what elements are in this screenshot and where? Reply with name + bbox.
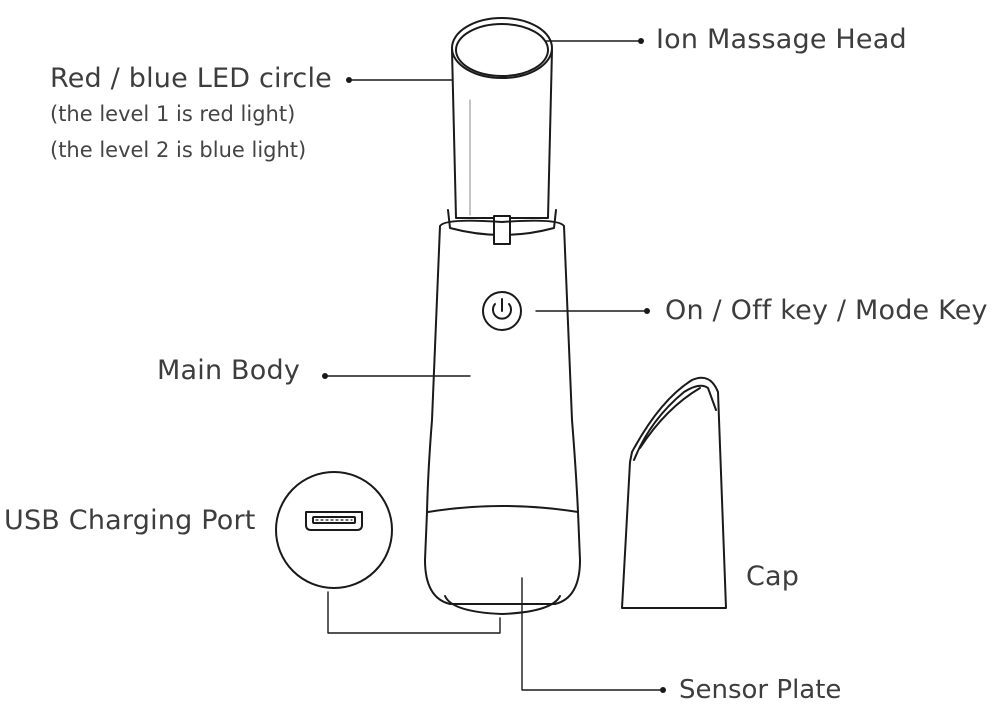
label-led-circle: Red / blue LED circle — [50, 63, 332, 94]
label-usb-port: USB Charging Port — [4, 505, 256, 536]
label-led-note-2: (the level 2 is blue light) — [50, 138, 307, 162]
led-ring — [447, 209, 557, 245]
usb-port-detail — [275, 471, 393, 589]
label-cap: Cap — [746, 561, 800, 592]
label-led-note-1: (the level 1 is red light) — [50, 102, 296, 126]
leader-dots — [322, 38, 666, 693]
cap — [621, 376, 727, 609]
label-sensor-plate: Sensor Plate — [679, 675, 842, 705]
label-power-key: On / Off key / Mode Key — [665, 295, 988, 326]
leader-lines — [325, 40, 663, 691]
ion-massage-head — [451, 17, 553, 219]
label-main-body: Main Body — [157, 355, 300, 386]
main-body — [424, 219, 581, 615]
label-ion-massage-head: Ion Massage Head — [656, 24, 907, 55]
power-icon — [492, 298, 512, 320]
power-button[interactable] — [482, 291, 522, 331]
